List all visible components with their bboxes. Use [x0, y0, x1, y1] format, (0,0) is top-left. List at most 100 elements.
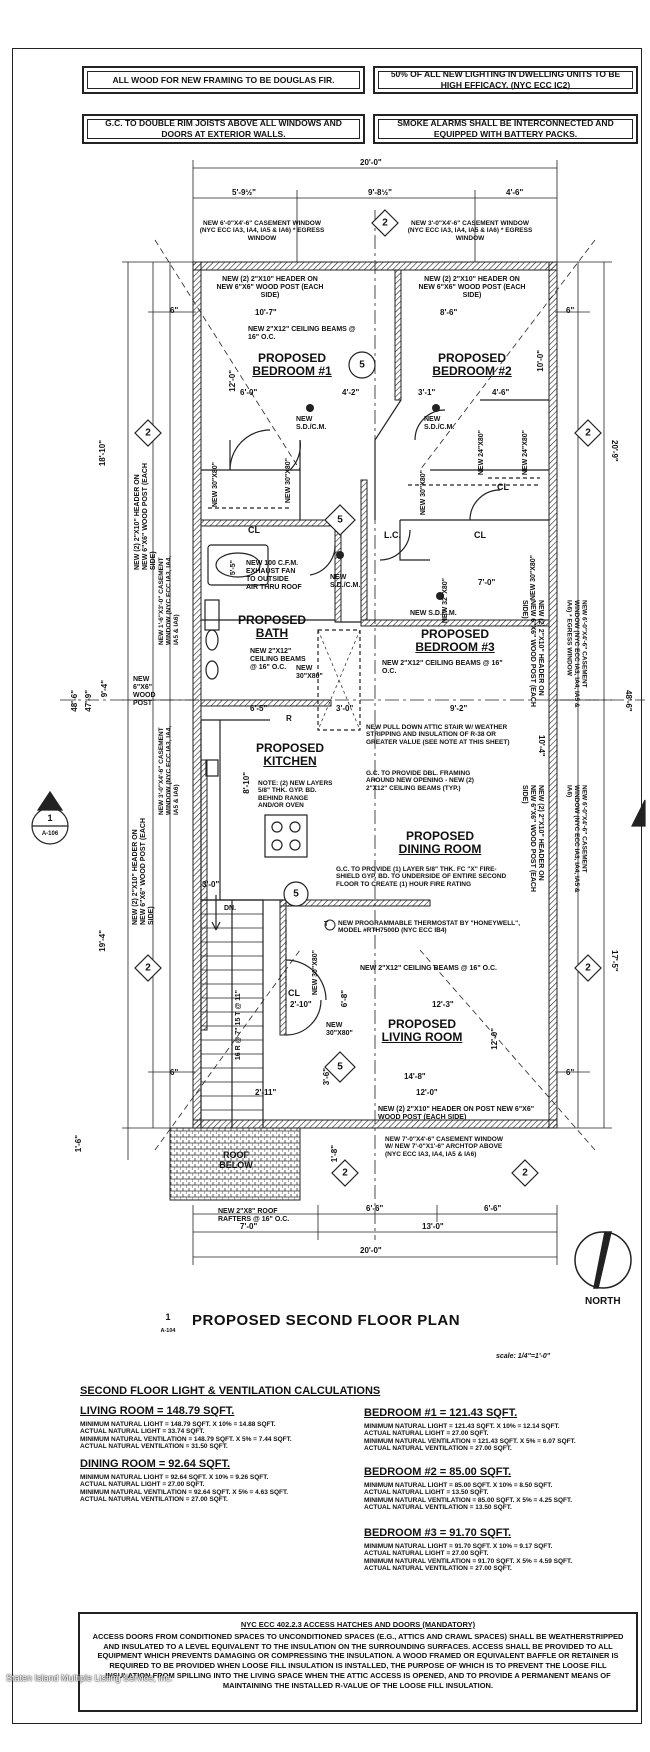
dim-2-10: 2'-10" [290, 1000, 312, 1009]
dim-9-2: 9'-2" [450, 704, 468, 713]
dim-top-a: 5'-9½" [232, 188, 256, 197]
dim-12-0-c: 12'-0" [416, 1088, 438, 1097]
kitchen-note: NOTE: (2) NEW LAYERS 5/8" THK. GYP. BD. … [258, 780, 333, 810]
floor-plan-drawing [31, 160, 646, 1289]
door-label: NEW 30"x80" [530, 555, 537, 601]
dim-left-47-9: 47'-9" [84, 690, 93, 712]
dim-6-6-b: 6'-6" [484, 1204, 502, 1213]
ceiling-beams-label: NEW 2"x12" CEILING BEAMS @ 16" o.c. [250, 648, 306, 672]
dim-1-8: 1'-8" [330, 1145, 339, 1163]
roof-below-label: ROOF BELOW [219, 1150, 253, 1171]
drawing-scale: scale: 1/4"=1'-0" [496, 1353, 551, 1360]
window-tag: 2 [342, 1167, 348, 1179]
smoke-detector-label: NEW S.D./C.M. [330, 574, 361, 590]
door-tag: 5 [337, 1061, 343, 1073]
drawing-number: 1 [165, 1312, 171, 1322]
door-label: NEW 24"x80" [522, 430, 529, 476]
dim-4-2: 4'-2" [342, 388, 360, 397]
note-douglas-fir: ALL WOOD FOR NEW FRAMING TO BE DOUGLAS F… [82, 66, 365, 94]
dim-6-0: 6'-0" [240, 388, 258, 397]
calc-dining-room: DINING ROOM = 92.64 SQFT. MINIMUM NATURA… [80, 1458, 289, 1503]
smoke-detector-label: NEW S.D.C.M. [410, 610, 457, 617]
window-label: NEW 6'-0"x4'-6" CASEMENT WINDOW (NYC ECC… [565, 785, 588, 893]
door-tag: 5 [337, 514, 343, 526]
door-label: NEW 30"x80" [285, 458, 292, 504]
thermostat-symbol: T [324, 921, 329, 928]
smoke-detector-label: NEW S.D./C.M. [424, 416, 455, 432]
calc-heading: SECOND FLOOR LIGHT & VENTILATION CALCULA… [80, 1385, 381, 1397]
dim-10-4: 10'-4" [537, 735, 546, 757]
section-number: 1 [47, 813, 53, 823]
door-label: NEW 30"x80" [312, 950, 319, 996]
dim-top-b: 9'-8½" [368, 188, 392, 197]
dim-3-1: 3'-1" [418, 388, 436, 397]
dim-overall-bottom: 20'-0" [360, 1246, 382, 1255]
closet-label: CL [248, 525, 260, 535]
note-double-rim-joists: G.C. TO DOUBLE RIM JOISTS ABOVE ALL WIND… [82, 114, 365, 144]
dim-6-5: 6'-5" [250, 704, 268, 713]
calc-bedroom-2: BEDROOM #2 = 85.00 SQFT. MINIMUM NATURAL… [364, 1466, 573, 1511]
dim-3-0: 3'-0" [336, 704, 354, 713]
dim-right-17-5: 17'-5" [610, 950, 619, 972]
window-label: NEW 1'-6"x3'-0" CASEMENT WINDOW (NYC ECC… [158, 555, 180, 645]
dim-left-6: 6" [170, 306, 179, 315]
window-label: NEW 6'-0"x4'-6" CASEMENT WINDOW (NYC ECC… [565, 600, 588, 708]
dim-8-10: 8'-10" [242, 772, 251, 794]
calc-bedroom-1: BEDROOM #1 = 121.43 SQFT. MINIMUM NATURA… [364, 1407, 576, 1452]
attic-stair-note: NEW PULL DOWN ATTIC STAIR W/ WEATHER STR… [366, 724, 510, 746]
smoke-detector-label: NEW S.D./C.M. [296, 416, 327, 432]
closet-label: CL [474, 530, 486, 540]
dim-5-5: 5'-5" [230, 560, 237, 576]
stair-down-label: DN. [224, 905, 237, 912]
ceiling-beams-label: NEW 2"x12" CEILING BEAMS @ 16" o.c. [360, 965, 497, 972]
ceiling-beams-label: NEW 2"x12" CEILING BEAMS @ 16" o.c. [248, 326, 356, 342]
window-tag: 2 [382, 217, 388, 229]
window-tag: 2 [145, 427, 151, 439]
exhaust-fan-label: NEW 100 C.F.M. EXHAUST FAN TO OUTSIDE AI… [246, 560, 302, 592]
listing-watermark: Staten Island Multiple Listing Service, … [6, 1673, 173, 1683]
roof-rafters-label: NEW 2"x8" ROOF RAFTERS @ 16" o.c. [218, 1208, 290, 1224]
dim-top-c: 4'-6" [506, 188, 524, 197]
dim-left-19-4: 19'-4" [98, 930, 107, 952]
header-label: NEW (2) 2"x10" HEADER ON NEW 6"x6" WOOD … [216, 276, 324, 300]
closet-label: CL [497, 482, 509, 492]
dim-7-0-b: 7'-0" [240, 1222, 258, 1231]
dim-left-48-6: 48'-6" [70, 690, 79, 712]
dim-right-48-6: 48'-6" [624, 690, 633, 712]
drawing-sheet-ref: A-104 [160, 1328, 176, 1334]
dim-14-8: 14'-8" [404, 1072, 426, 1081]
header-label: NEW (2) 2"x10" HEADER ON NEW 6"x6" WOOD … [521, 600, 545, 707]
section-sheet-ref: A-106 [41, 831, 59, 837]
door-tag: 5 [359, 359, 365, 371]
window-label: NEW 3'-0"x4'-6" CASEMENT WINDOW (NYC ECC… [407, 220, 533, 242]
dim-bed2-width: 8'-6" [440, 308, 458, 317]
window-tag: 2 [585, 427, 591, 439]
north-label: NORTH [585, 1296, 621, 1307]
dim-left-9-4: 9'-4" [100, 680, 109, 698]
dim-right-20-9: 20'-9" [610, 440, 619, 462]
door-label: NEW 30"x80" [212, 462, 219, 508]
window-tag: 2 [145, 962, 151, 974]
dim-left-6-b: 6" [170, 1068, 179, 1077]
wood-post-label: NEW 6"x6" WOOD POST [133, 676, 156, 708]
closet-label: CL [288, 988, 300, 998]
door-label: NEW 30"x80" [296, 665, 323, 681]
ceiling-beams-label: NEW 2"x12" CEILING BEAMS @ 16" o.c. [382, 660, 503, 676]
dim-4-6: 4'-6" [492, 388, 510, 397]
dim-12-0-b: 12'-0" [490, 1028, 499, 1050]
door-label: NEW 30"x80" [420, 470, 427, 516]
dim-6-8: 6'-8" [340, 990, 349, 1008]
framing-note: G.C. TO PROVIDE DBL. FRAMING AROUND NEW … [366, 770, 474, 792]
header-label: NEW (2) 2"x10" HEADER ON NEW 6"x6" WOOD … [134, 463, 158, 570]
header-label: NEW (2) 2"x10" HEADER ON NEW 6"x6" WOOD … [418, 276, 526, 300]
dim-right-6-b: 6" [566, 1068, 575, 1077]
dim-10-0: 10'-0" [536, 350, 545, 372]
stair-risers-label: 16 R @ 7" 15 T @ 11" [235, 990, 242, 1061]
drawing-title: PROPOSED SECOND FLOOR PLAN [192, 1312, 461, 1329]
door-label: NEW 30"x80" [326, 1022, 353, 1038]
